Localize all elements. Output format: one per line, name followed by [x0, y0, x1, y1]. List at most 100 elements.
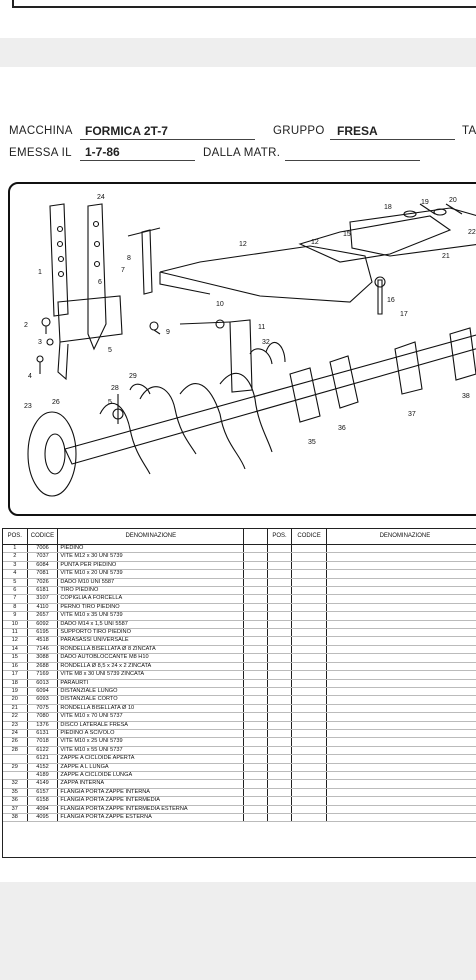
header-pos-2: POS. — [267, 529, 293, 545]
callout-label: 15 — [343, 231, 351, 238]
row-denominazione: PUNTA PER PIEDINO — [57, 561, 245, 571]
row-denominazione-2 — [326, 628, 476, 638]
row-codice: 2657 — [27, 611, 59, 621]
row-denominazione-2 — [326, 687, 476, 697]
row-codice-2 — [291, 779, 327, 789]
callout-label: 12 — [239, 241, 247, 248]
row-qty — [243, 561, 268, 571]
row-pos: 32 — [3, 779, 28, 789]
row-pos-2 — [267, 670, 293, 680]
row-qty — [243, 594, 268, 604]
callout-label: 26 — [52, 399, 60, 406]
row-codice: 7169 — [27, 670, 59, 680]
row-codice: 7006 — [27, 544, 59, 554]
row-codice-2 — [291, 704, 327, 714]
row-pos — [3, 754, 28, 764]
row-pos: 38 — [3, 813, 28, 823]
row-pos: 5 — [3, 578, 28, 588]
row-pos-2 — [267, 704, 293, 714]
gruppo-underline — [330, 139, 455, 140]
row-pos: 2 — [3, 552, 28, 562]
row-qty — [243, 569, 268, 579]
callout-label: 6 — [98, 279, 102, 286]
row-denominazione: ZAPPE A L LUNGA — [57, 763, 245, 772]
row-codice: 7080 — [27, 712, 59, 722]
row-codice: 7081 — [27, 569, 59, 579]
row-denominazione-2 — [326, 636, 476, 646]
callout-label: 2 — [24, 322, 28, 329]
row-pos-2 — [267, 620, 293, 630]
row-codice: 6013 — [27, 679, 59, 688]
row-codice-2 — [291, 636, 327, 646]
callout-label: 10 — [216, 301, 224, 308]
row-denominazione-2 — [326, 729, 476, 739]
row-codice: 6121 — [27, 754, 59, 764]
row-denominazione: VITE M10 x 55 UNI 5737 — [57, 746, 245, 756]
callout-label: 23 — [24, 403, 32, 410]
row-pos-2 — [267, 594, 293, 604]
rotor-shaft-shape — [64, 334, 476, 465]
row-codice: 1376 — [27, 721, 59, 730]
callout-label: 37 — [408, 411, 416, 418]
callout-label: 18 — [384, 204, 392, 211]
row-denominazione-2 — [326, 704, 476, 714]
row-codice: 4152 — [27, 763, 59, 772]
row-denominazione-2 — [326, 746, 476, 756]
row-pos: 20 — [3, 695, 28, 705]
row-qty — [243, 805, 268, 815]
exploded-drawing: 24 19 20 8 12 12 15 18 7 1 6 22 21 10 11… — [8, 182, 476, 516]
row-pos: 3 — [3, 561, 28, 571]
row-pos-2 — [267, 695, 293, 705]
row-codice: 7037 — [27, 552, 59, 562]
row-denominazione-2 — [326, 796, 476, 806]
row-denominazione: DADO M14 x 1,5 UNI 5587 — [57, 620, 245, 630]
row-codice-2 — [291, 552, 327, 562]
row-codice: 4110 — [27, 603, 59, 613]
row-codice-2 — [291, 611, 327, 621]
paraurti-shape — [349, 207, 476, 257]
row-pos-2 — [267, 805, 293, 815]
header-codice: CODICE — [27, 529, 59, 545]
row-codice-2 — [291, 679, 327, 688]
row-pos: 16 — [3, 662, 28, 672]
row-qty — [243, 645, 268, 655]
macchina-label: MACCHINA — [9, 125, 73, 137]
row-qty — [243, 687, 268, 697]
row-pos-2 — [267, 586, 293, 596]
row-codice: 6181 — [27, 586, 59, 596]
row-codice-2 — [291, 594, 327, 604]
callout-label: 7 — [121, 267, 125, 274]
row-qty — [243, 662, 268, 672]
row-denominazione: SUPPORTO TIRO PIEDINO — [57, 628, 245, 638]
previous-page-strip — [0, 0, 476, 38]
row-denominazione-2 — [326, 670, 476, 680]
row-qty — [243, 704, 268, 714]
row-denominazione-2 — [326, 813, 476, 823]
row-denominazione: FLANGIA PORTA ZAPPE INTERMEDIA — [57, 796, 245, 806]
row-pos-2 — [267, 544, 293, 554]
row-codice-2 — [291, 805, 327, 815]
row-pos: 37 — [3, 805, 28, 815]
row-codice: 6084 — [27, 561, 59, 571]
row-qty — [243, 746, 268, 756]
row-denominazione: DISCO LATERALE FRESA — [57, 721, 245, 730]
row-pos-2 — [267, 603, 293, 613]
row-codice-2 — [291, 578, 327, 588]
callout-label: 1 — [38, 269, 42, 276]
row-codice-2 — [291, 771, 327, 781]
row-denominazione-2 — [326, 594, 476, 604]
row-codice-2 — [291, 544, 327, 554]
row-denominazione: COPIGLIA A FORCELLA — [57, 594, 245, 604]
row-denominazione-2 — [326, 771, 476, 781]
row-qty — [243, 796, 268, 806]
row-codice-2 — [291, 662, 327, 672]
row-codice-2 — [291, 763, 327, 772]
